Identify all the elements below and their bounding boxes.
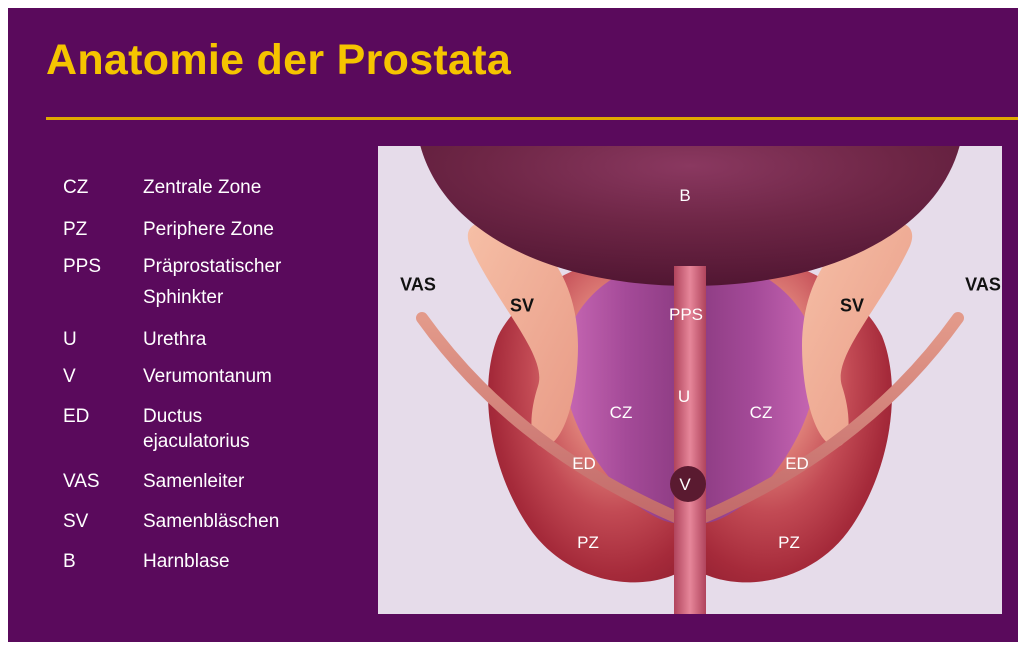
- legend-text-sv: Samenbläschen: [143, 510, 279, 534]
- legend-abbr-u: U: [63, 328, 77, 352]
- legend-abbr-pz: PZ: [63, 218, 87, 242]
- slide-title: Anatomie der Prostata: [46, 36, 511, 85]
- legend-abbr-cz: CZ: [63, 176, 88, 200]
- label-ed-left: ED: [572, 454, 596, 474]
- legend-text-ed: Ductus: [143, 405, 202, 429]
- legend-text-pz: Periphere Zone: [143, 218, 274, 242]
- legend-abbr-vas: VAS: [63, 470, 100, 494]
- label-cz-left: CZ: [610, 403, 633, 423]
- label-vas-left: VAS: [400, 275, 436, 296]
- legend-text-u: Urethra: [143, 328, 206, 352]
- label-vas-right: VAS: [965, 275, 1001, 296]
- legend-text-pps-line2: Sphinkter: [143, 286, 223, 310]
- label-pps: PPS: [669, 305, 703, 325]
- legend-abbr-pps: PPS: [63, 255, 101, 279]
- label-pz-left: PZ: [577, 533, 599, 553]
- legend-abbr-b: B: [63, 550, 76, 574]
- label-ed-right: ED: [785, 454, 809, 474]
- prostata-illustration: [378, 146, 1002, 614]
- legend-text-b: Harnblase: [143, 550, 230, 574]
- legend-text-cz: Zentrale Zone: [143, 176, 261, 200]
- legend-abbr-sv: SV: [63, 510, 88, 534]
- label-b: B: [679, 186, 690, 206]
- label-pz-right: PZ: [778, 533, 800, 553]
- legend-abbr-ed: ED: [63, 405, 89, 429]
- title-divider: [46, 117, 1018, 120]
- prostata-diagram: B PPS U V CZ CZ ED ED PZ PZ SV SV: [378, 146, 1002, 614]
- label-sv-left: SV: [510, 296, 534, 317]
- label-u: U: [678, 387, 690, 407]
- label-v: V: [679, 475, 690, 495]
- legend-text-v: Verumontanum: [143, 365, 272, 389]
- label-sv-right: SV: [840, 296, 864, 317]
- label-cz-right: CZ: [750, 403, 773, 423]
- legend-abbr-v: V: [63, 365, 76, 389]
- legend-text-ed-line2: ejaculatorius: [143, 430, 250, 454]
- legend-text-pps: Präprostatischer: [143, 255, 281, 279]
- legend-text-vas: Samenleiter: [143, 470, 244, 494]
